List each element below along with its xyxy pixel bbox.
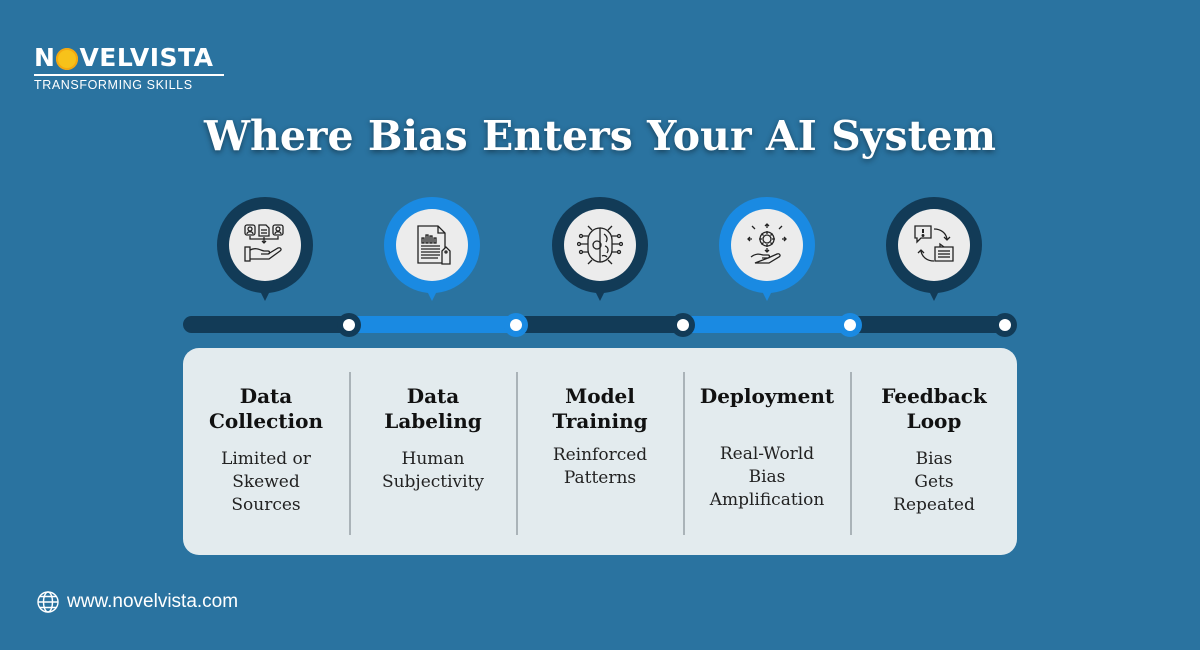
stage-pin-deployment: [719, 197, 815, 301]
column-divider: [683, 372, 685, 535]
data-collection-hand-icon: [244, 224, 284, 262]
stage-pin-feedback-loop: [886, 197, 982, 301]
website-link[interactable]: www.novelvista.com: [67, 591, 239, 612]
feedback-cycle-icon: [914, 225, 954, 262]
timeline-segment-1: [183, 316, 351, 333]
timeline-segment-4: [684, 316, 852, 333]
column-divider: [850, 372, 852, 535]
timeline-segment-5: [851, 316, 1006, 333]
sun-icon: [56, 48, 79, 70]
stage-pin-data-labeling: [384, 197, 480, 301]
brand-name-suffix: VELVISTA: [79, 43, 214, 72]
timeline-node-1: [337, 313, 361, 337]
timeline-node-3: [671, 313, 695, 337]
ai-brain-circuit-icon: [577, 225, 623, 265]
timeline-node-5: [993, 313, 1017, 337]
timeline-segment-3: [517, 316, 685, 333]
brand-logo: N VELVISTA TRANSFORMING SKILLS: [34, 44, 224, 92]
stage-pin-model-training: [552, 197, 648, 301]
timeline-node-2: [504, 313, 528, 337]
column-divider: [516, 372, 518, 535]
timeline-segment-2: [350, 316, 518, 333]
brand-name-prefix: N: [34, 43, 56, 72]
document-tag-icon: [417, 225, 451, 265]
brand-name: N VELVISTA: [34, 44, 224, 72]
stage-pin-data-collection: [217, 197, 313, 301]
stage-title: Deployment: [699, 384, 835, 408]
globe-icon: [37, 591, 59, 613]
brand-tagline: TRANSFORMING SKILLS: [34, 74, 224, 92]
page-title: Where Bias Enters Your AI System: [203, 112, 996, 160]
timeline-node-4: [838, 313, 862, 337]
footer: www.novelvista.com: [36, 590, 238, 614]
gear-hand-icon: [747, 223, 787, 264]
column-divider: [349, 372, 351, 535]
